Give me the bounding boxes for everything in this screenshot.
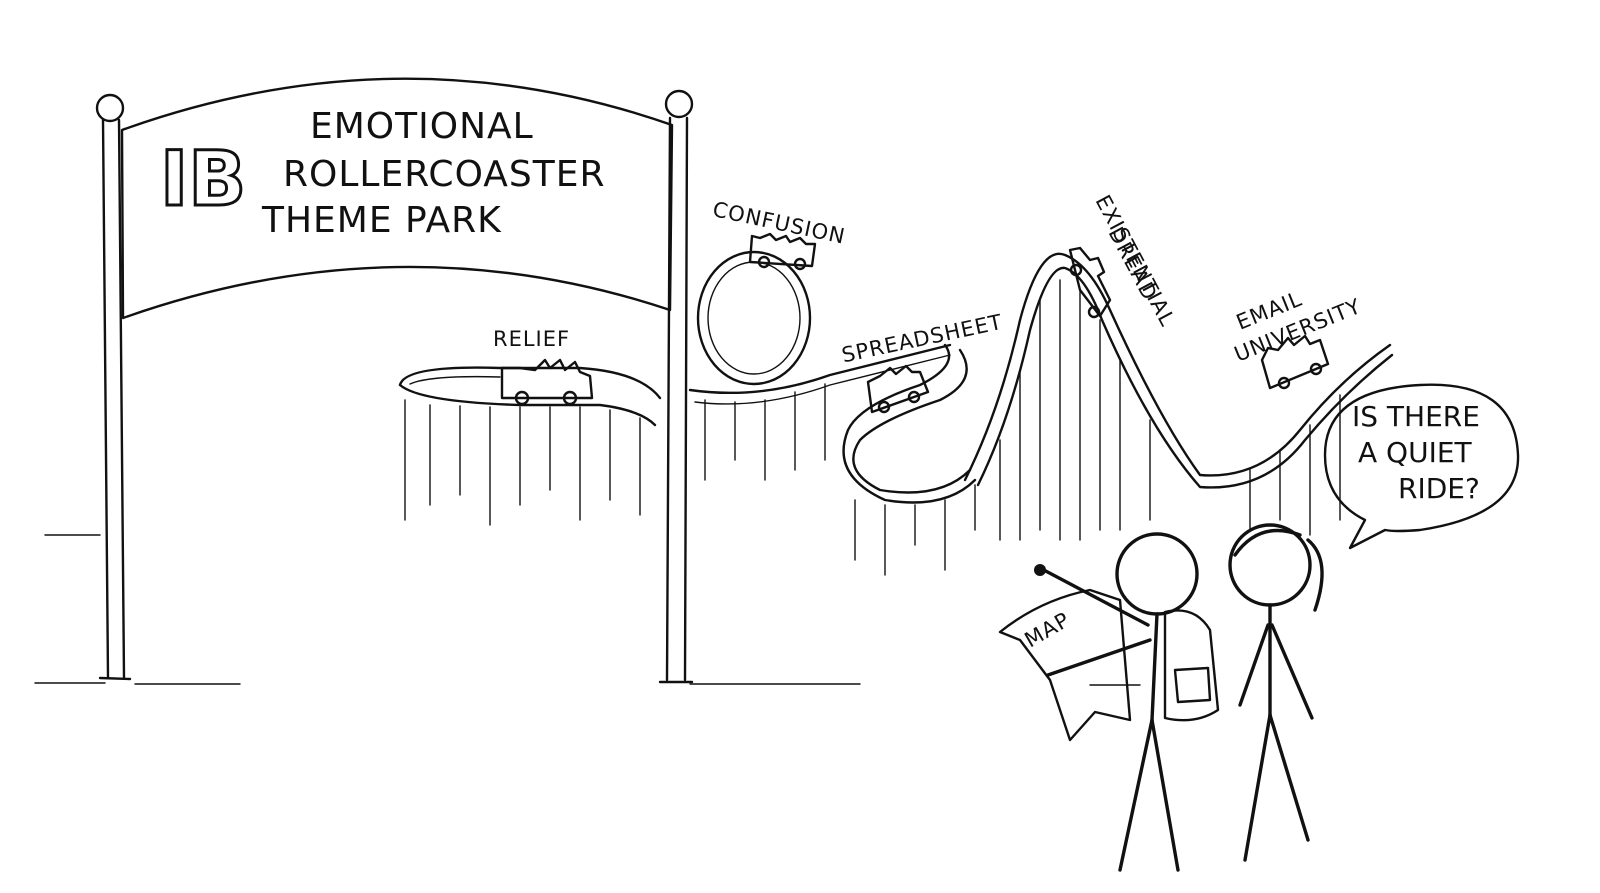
pointing-hand xyxy=(1034,564,1046,576)
stick-figure-with-map: MAP xyxy=(998,532,1220,872)
sign-line-2: ROLLERCOASTER xyxy=(283,154,606,195)
relief-car-icon xyxy=(500,358,594,406)
park-sign: IB EMOTIONAL ROLLERCOASTER THEME PARK xyxy=(159,106,606,241)
confusion-loop xyxy=(688,250,952,481)
ground-lines xyxy=(34,534,1141,686)
speech-line-3: RIDE? xyxy=(1398,472,1480,505)
confusion-car-icon xyxy=(748,232,817,271)
speech-bubble xyxy=(1323,383,1520,550)
dread-car-icon xyxy=(1068,246,1112,319)
stick-figure-ponytail xyxy=(1228,523,1324,862)
ride-label-confusion: CONFUSION xyxy=(711,197,848,249)
ride-label-relief: RELIEF xyxy=(493,327,570,351)
ib-logo: IB xyxy=(160,134,246,223)
left-pole-ball xyxy=(95,93,125,123)
email-car-icon xyxy=(1260,334,1330,390)
spreadsheet-track xyxy=(842,343,977,576)
right-pole-ball xyxy=(664,89,694,119)
spreadsheet-car-icon xyxy=(866,364,930,414)
sign-line-3: THEME PARK xyxy=(261,200,502,241)
sign-line-1: EMOTIONAL xyxy=(310,106,534,147)
backpack xyxy=(1163,609,1220,722)
speech-line-2: A QUIET xyxy=(1358,436,1473,469)
map-label: MAP xyxy=(1021,607,1075,652)
speech-line-1: IS THERE xyxy=(1352,400,1480,433)
relief-track xyxy=(398,366,662,526)
map-icon xyxy=(998,588,1132,742)
ride-label-spreadsheet: SPREADSHEET xyxy=(840,310,1005,368)
entrance-arch xyxy=(95,77,694,684)
dread-hill xyxy=(963,252,1394,541)
